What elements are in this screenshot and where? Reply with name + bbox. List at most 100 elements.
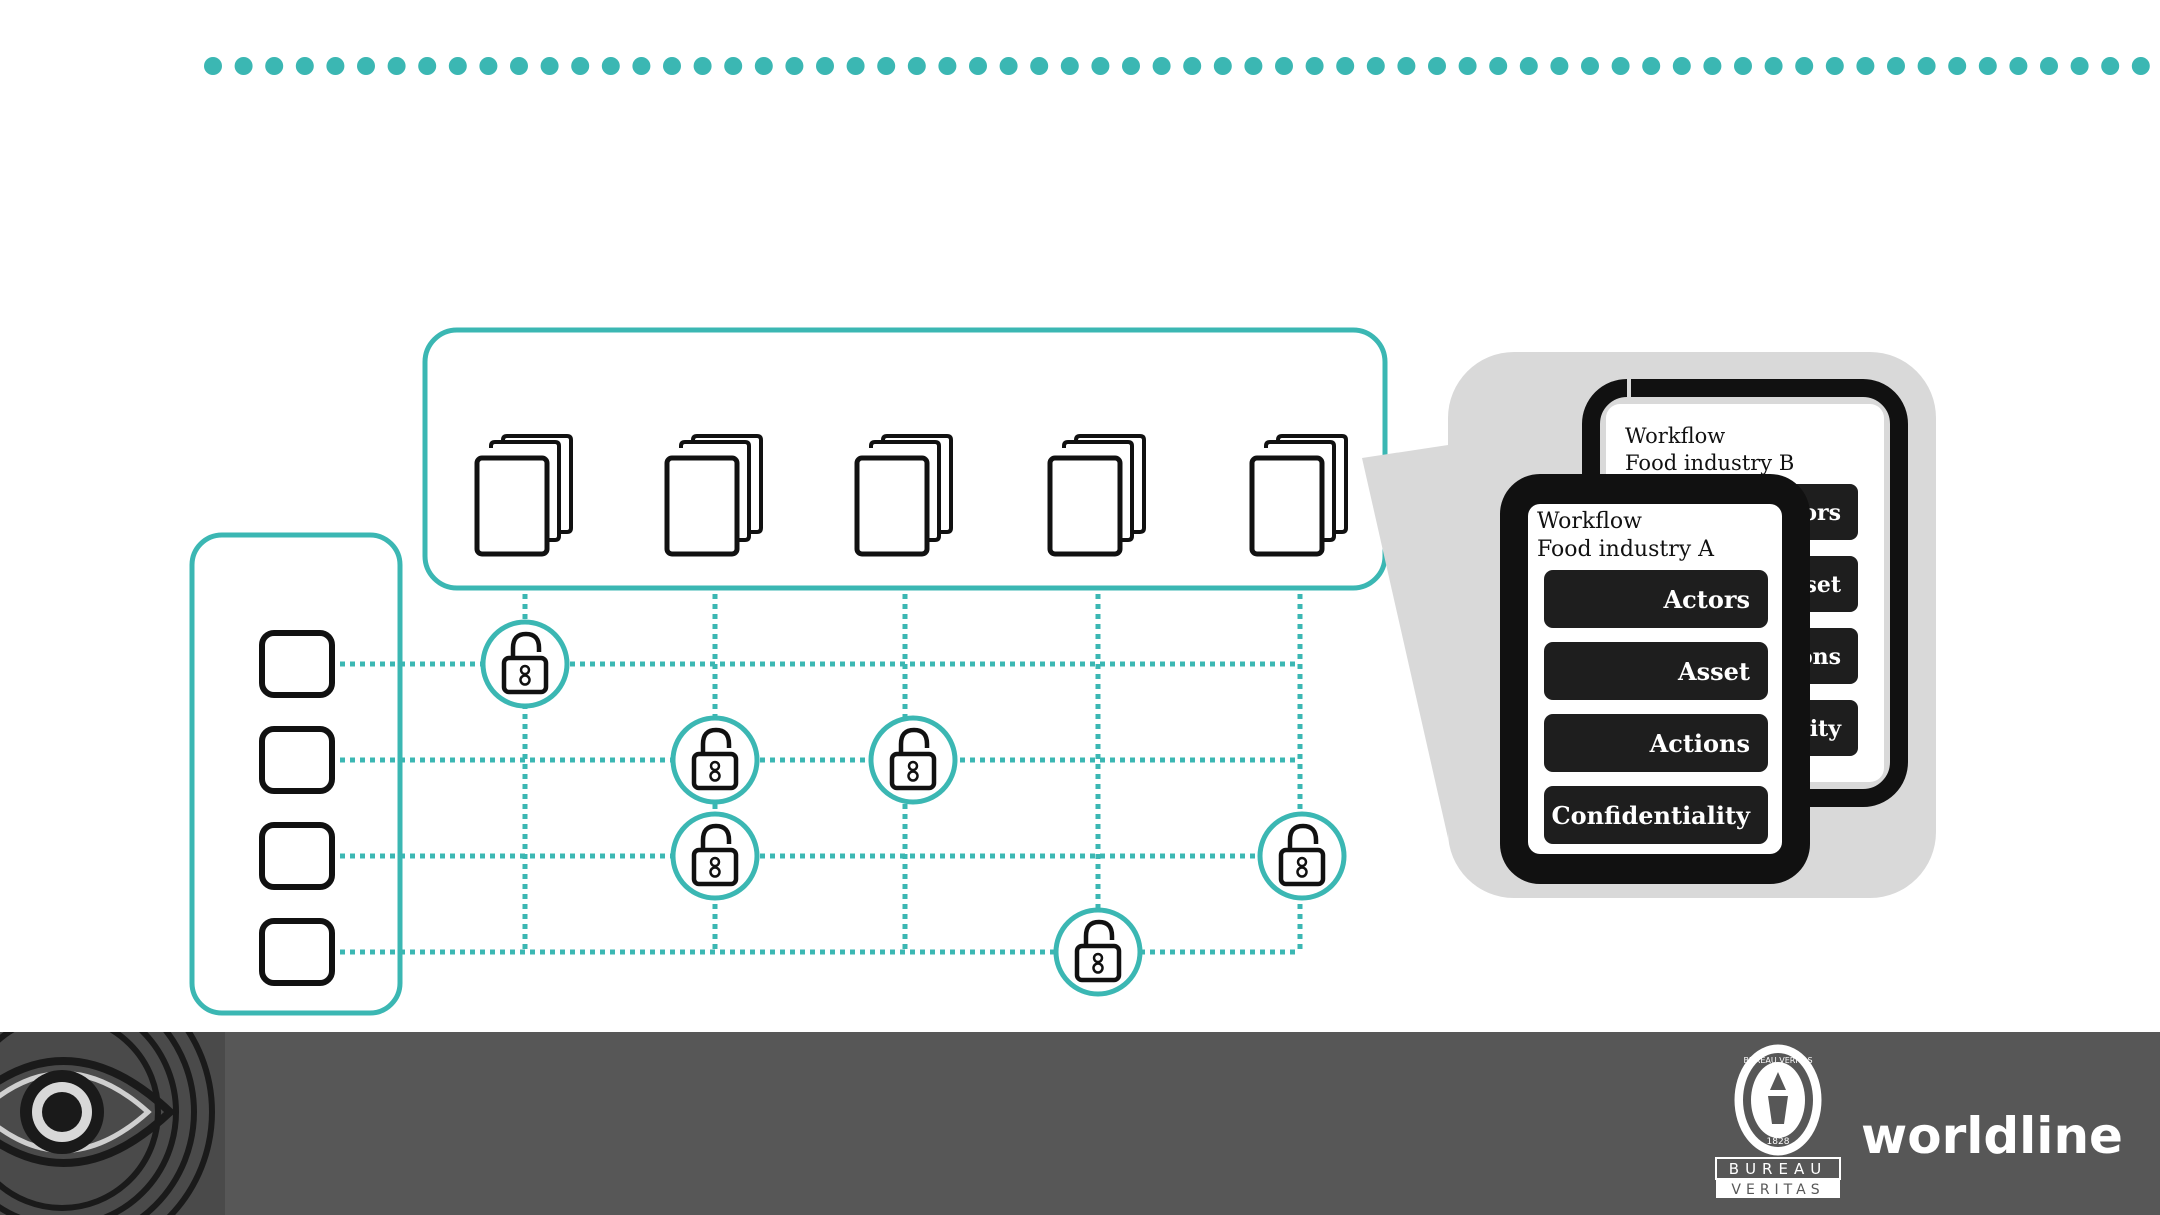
workflow-a-item-button <box>1544 570 1768 628</box>
divider-dot <box>357 57 375 75</box>
divider-dot <box>1152 57 1171 75</box>
divider-dot <box>1244 57 1263 75</box>
bureau-veritas-logo: BUREAU VERITAS 1828 BUREAU VERITAS <box>1715 1044 1841 1198</box>
eye-icon <box>0 1032 225 1215</box>
bv-line1: BUREAU <box>1729 1160 1827 1178</box>
divider-dot <box>510 57 528 75</box>
open-lock-icon <box>1257 811 1347 901</box>
workflow-b-item: set <box>1804 572 1841 598</box>
documents-row <box>474 434 1348 557</box>
workflow-b-title: Workflow <box>1625 424 1725 448</box>
divider-dot <box>1030 57 1049 75</box>
workflow-a-item-button <box>1544 786 1768 844</box>
divider-dot <box>479 57 498 75</box>
participant-box <box>259 726 335 794</box>
divider-dot <box>969 57 987 75</box>
divider-dot <box>1550 57 1569 75</box>
divider-dot <box>295 57 314 75</box>
workflow-card-a: Workflow Food industry A Actors Asset Ac… <box>1500 474 1810 884</box>
divider-dot <box>1917 57 1936 75</box>
document-icon <box>854 434 953 557</box>
participants-column <box>259 630 335 986</box>
workflow-a-item: Actions <box>1649 729 1750 758</box>
divider-dot <box>999 57 1018 75</box>
document-icon <box>664 434 763 557</box>
divider-dot <box>632 57 651 75</box>
divider-dot <box>1519 57 1538 75</box>
divider-dot <box>1489 57 1508 75</box>
divider-dot <box>540 57 559 75</box>
bv-line2: VERITAS <box>1731 1182 1824 1198</box>
divider-dot <box>1183 57 1202 75</box>
divider-dot <box>1336 57 1355 75</box>
divider-dot <box>907 57 926 75</box>
bv-ring-text: BUREAU VERITAS <box>1743 1056 1812 1065</box>
divider-dot <box>663 57 681 75</box>
divider-dot <box>2101 57 2120 75</box>
workflow-a-item: Asset <box>1677 657 1750 686</box>
divider-dot <box>1887 57 1905 75</box>
divider-dot <box>326 57 345 75</box>
divider-dot <box>1825 57 1844 75</box>
divider-dot <box>693 57 712 75</box>
divider-dot <box>1366 57 1385 75</box>
divider-dot <box>1458 57 1477 75</box>
open-lock-icon <box>868 715 958 805</box>
divider-dot <box>1948 57 1967 75</box>
participant-box <box>259 822 335 890</box>
divider-dot <box>1642 57 1661 75</box>
divider-dot <box>1305 57 1324 75</box>
divider-dot <box>877 57 896 75</box>
participant-box <box>259 918 335 986</box>
divider-dot <box>601 57 620 75</box>
participants-group-frame <box>189 532 403 1016</box>
divider-dot <box>1060 57 1079 75</box>
participant-box <box>259 630 335 698</box>
divider-dot <box>1091 57 1110 75</box>
workflow-a-item: Actors <box>1663 585 1750 614</box>
workflow-a-title: Workflow <box>1537 509 1642 534</box>
open-lock-icon <box>670 715 760 805</box>
open-lock-icon <box>670 811 760 901</box>
divider-dot <box>2131 57 2150 75</box>
divider-dot <box>1734 57 1752 75</box>
divider-dot <box>816 57 834 75</box>
divider-dot <box>1397 57 1416 75</box>
divider-dot <box>2009 57 2028 75</box>
worldline-logo: worldline <box>1861 1107 2123 1165</box>
divider-dot <box>846 57 865 75</box>
document-icon <box>1047 434 1146 557</box>
divider-dot <box>938 57 957 75</box>
divider-dot <box>1672 57 1691 75</box>
workflow-a-item: Confidentiality <box>1551 801 1751 830</box>
open-lock-icon <box>1053 907 1143 997</box>
top-dotted-divider <box>204 57 2150 75</box>
divider-dot <box>571 57 590 75</box>
divider-dot <box>1795 57 1814 75</box>
divider-dot <box>234 57 253 75</box>
bv-year: 1828 <box>1767 1137 1790 1147</box>
divider-dot <box>1978 57 1997 75</box>
divider-dot <box>754 57 773 75</box>
divider-dot <box>265 57 284 75</box>
workflow-a-item-button <box>1544 714 1768 772</box>
divider-dot <box>1275 57 1293 75</box>
access-locks <box>480 619 1347 997</box>
divider-dot <box>1213 57 1232 75</box>
divider-dot <box>2070 57 2089 75</box>
divider-dot <box>418 57 437 75</box>
footer-bar: BUREAU VERITAS 1828 BUREAU VERITAS world… <box>0 1032 2160 1215</box>
divider-dot <box>1703 57 1722 75</box>
divider-dot <box>785 57 804 75</box>
divider-dot <box>387 57 406 75</box>
divider-dot <box>2040 57 2058 75</box>
divider-dot <box>724 57 743 75</box>
divider-dot <box>1856 57 1875 75</box>
divider-dot <box>1581 57 1599 75</box>
divider-dot <box>1611 57 1630 75</box>
document-icon <box>474 434 573 557</box>
workflow-b-item: ity <box>1810 716 1843 742</box>
document-icon <box>1249 434 1348 557</box>
divider-dot <box>448 57 467 75</box>
